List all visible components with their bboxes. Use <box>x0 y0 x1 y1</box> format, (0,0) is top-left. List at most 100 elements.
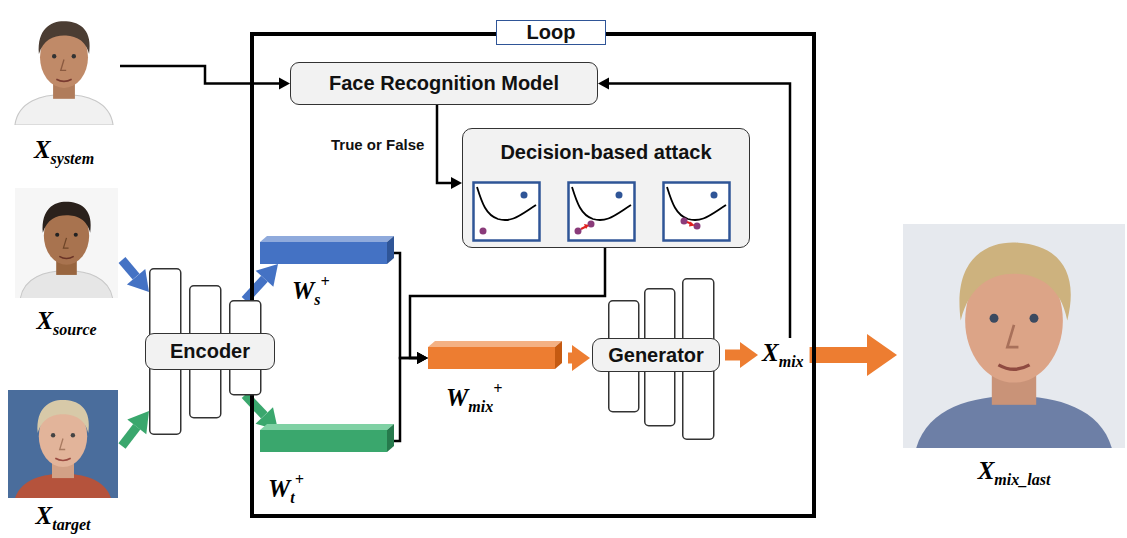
vector-label: Wt+ <box>268 472 394 506</box>
drawing-part <box>38 400 89 433</box>
image-label: Xsystem <box>0 137 148 167</box>
vector-label: Wmix+ <box>446 381 562 415</box>
drawing-part <box>681 218 688 225</box>
symbol-part: X <box>762 339 779 366</box>
connector <box>120 66 290 90</box>
drawing-part <box>43 202 91 233</box>
connector-line <box>725 350 740 361</box>
connector-line <box>245 395 264 415</box>
drawing-part <box>474 183 540 241</box>
drawing-part <box>74 233 78 237</box>
arrow-head <box>127 269 149 292</box>
latent-bar <box>260 236 394 264</box>
drawing-part <box>694 223 701 230</box>
connector-line <box>245 279 264 300</box>
symbol-part: mix <box>468 398 493 415</box>
attack-box: Decision-based attack <box>462 128 750 248</box>
drawing-part <box>711 192 718 199</box>
image-label: Xsource <box>0 308 148 338</box>
math-symbol: Xsource <box>36 308 96 338</box>
drawing-part <box>51 433 55 437</box>
image-label: Xtarget <box>0 503 148 533</box>
drawing-part <box>428 347 555 369</box>
arrow-head <box>279 78 290 90</box>
drawing-part <box>1007 325 1018 347</box>
drawing-part <box>474 183 540 241</box>
drawing-part <box>903 224 1125 448</box>
symbol-part: mix_last <box>994 471 1050 488</box>
drawing-part <box>55 458 70 460</box>
drawing-part <box>555 341 562 369</box>
face-photo <box>903 224 1125 448</box>
drawing-part <box>480 228 487 235</box>
drawing-part <box>1030 314 1039 323</box>
loop-frame: LoopFace Recognition Model Decision-base… <box>250 32 816 518</box>
math-symbol: Wt+ <box>268 472 304 506</box>
attack-title-text: Decision-based attack <box>500 141 711 163</box>
drawing-part <box>588 221 595 228</box>
loop-title: Loop <box>527 21 576 43</box>
connector-line <box>394 358 417 441</box>
connector <box>568 345 590 371</box>
drawing-part <box>56 79 71 81</box>
drawing-part <box>71 433 75 437</box>
box-label: Face Recognition Model <box>329 72 559 95</box>
arrow-head <box>256 264 278 287</box>
drawing-part <box>387 424 394 452</box>
symbol-part: W <box>446 384 468 411</box>
math-symbol: Ws+ <box>292 274 330 308</box>
attack-title: Decision-based attack <box>463 129 749 164</box>
output-photo: Xmix_last <box>903 224 1125 448</box>
drawing-part <box>998 365 1029 369</box>
drawing-part <box>260 236 394 242</box>
edge-label: True or False <box>328 135 427 154</box>
drawing-part <box>39 21 90 54</box>
drawing-part <box>63 238 68 248</box>
drawing-part <box>584 224 589 229</box>
arrow-head <box>127 411 149 434</box>
drawing-part <box>61 60 66 71</box>
connector-line <box>394 253 417 358</box>
symbol-part: + <box>295 471 304 488</box>
generator-block: Generator <box>592 278 720 440</box>
drawing-part <box>260 430 387 452</box>
arrow-head <box>572 345 590 371</box>
arrow-head <box>417 352 428 364</box>
connector <box>394 352 428 441</box>
drawing-part <box>575 228 582 235</box>
box-label: Generator <box>608 344 704 367</box>
symbol-part: + <box>320 273 329 290</box>
drawing-part <box>15 94 113 125</box>
math-symbol: Xmix <box>762 340 804 370</box>
drawing-part <box>428 341 562 347</box>
drawing-part <box>664 183 730 241</box>
connector-line <box>122 427 137 446</box>
connector <box>810 334 897 376</box>
symbol-part: source <box>53 321 97 338</box>
symbol-part: X <box>34 136 51 163</box>
drawing-part <box>477 187 536 220</box>
drawing-part <box>10 5 118 125</box>
drawing-part <box>572 187 631 220</box>
drawing-part <box>616 192 623 199</box>
symbol-part: system <box>51 150 95 167</box>
drawing-part <box>260 242 387 264</box>
math-symbol: Wmix+ <box>446 381 502 415</box>
arrow-head <box>451 177 462 189</box>
drawing-part <box>667 187 726 220</box>
decision-boundary-panels <box>472 181 740 243</box>
drawing-part <box>72 54 76 58</box>
connector-line <box>568 353 572 364</box>
latent-vector: Ws+ <box>260 236 394 308</box>
image-label: Xmix_last <box>873 458 1127 488</box>
drawing-part <box>387 236 394 264</box>
drawing-part <box>52 54 56 58</box>
connector <box>122 260 149 292</box>
input-photo: Xsystem <box>10 5 118 125</box>
drawing-part <box>8 390 118 498</box>
latent-bar <box>260 424 394 452</box>
drawing-part <box>260 424 394 430</box>
loop-tab: Loop <box>496 20 607 45</box>
output-symbol: Xmix <box>762 340 804 370</box>
